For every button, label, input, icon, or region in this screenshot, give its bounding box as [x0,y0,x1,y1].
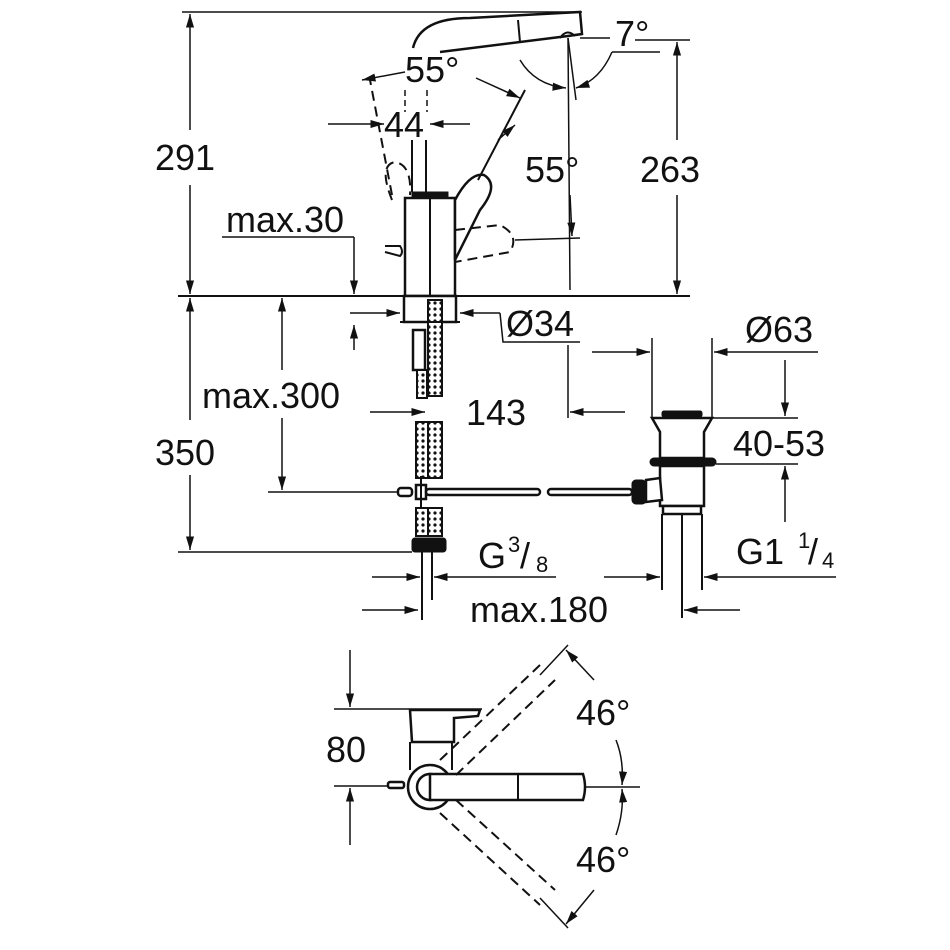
spout-tilt-axis [567,37,577,101]
connector-cold [415,507,429,537]
dim-label-g-den: 8 [536,552,548,577]
mixer-body [384,140,457,298]
dim-label-max30: max.30 [226,199,344,240]
dim-line [361,71,406,82]
dim-label-44: 44 [384,104,424,145]
popup-lever [384,245,403,258]
dim-waste-diameter: Ø63 [592,309,818,418]
hose-hot-lower [427,421,443,479]
waste-body [658,464,706,508]
dim-lever-angle-left: 55° [361,49,521,99]
plan-ghost-up-line [455,679,556,776]
dim-line [475,77,521,99]
lever-ghost-left [384,160,412,201]
hose-hot [427,299,443,397]
connector-nuts [411,537,447,553]
dim-label-g-slash: / [520,535,530,576]
dim-max-projection: max.180 [362,589,740,630]
dim-label-g-prefix: G [478,535,506,576]
dim-label-40-53: 40-53 [733,423,825,464]
dim-line [497,124,516,141]
lever [369,79,581,263]
dim-line [565,889,595,925]
plan-ghost-down-line [455,799,556,891]
dim-label-7deg: 7° [615,13,649,54]
body-cap [411,191,449,199]
dim-label-80: 80 [326,729,366,770]
dim-overall-height: 291 [155,11,582,294]
spout-body [411,10,584,54]
dim-label-g1-num: 1 [798,528,810,553]
top-plan-view: 80 46° 46° [326,644,640,929]
dim-counter-thickness: max.30 [222,199,359,350]
dim-label-291: 291 [155,137,215,178]
angle-arc [615,788,628,836]
dim-label-55deg-left: 55° [405,49,459,90]
dim-label-d63: Ø63 [745,309,813,350]
plan-axis-up [539,644,569,676]
lever-ghost-right-axis [514,237,581,241]
plan-spout-arm [428,772,587,802]
dim-label-g-num: 3 [508,532,520,557]
dim-line [565,649,595,681]
plan-popup-knob [386,780,406,790]
dim-label-143: 143 [466,392,526,433]
leader-line [499,312,580,343]
dim-label-max180: max.180 [470,589,608,630]
dim-label-55deg-right: 55° [525,149,579,190]
plan-body-top [408,708,482,744]
rod-segment-1 [424,487,542,497]
rod-segment-2 [546,487,634,497]
hose-cold-lower [415,421,429,479]
dim-body-width: 44 [328,90,470,145]
dim-waste-height: 40-53 [712,360,825,522]
connector-hot [427,507,443,537]
waste-tail-ring [661,504,703,516]
dim-label-46deg-down: 46° [576,839,630,880]
lever-axis [477,89,526,181]
dim-label-d34: Ø34 [506,303,574,344]
dim-label-g1-prefix: G1 [736,531,784,572]
spout-joint [517,19,521,43]
dim-under-counter: 350 [155,298,412,553]
spout-axis [567,37,571,291]
plan-ghost-up-line [439,664,541,761]
popup-rod [268,476,647,508]
dim-rod-distance: 143 [370,345,625,433]
rod-nut [631,479,647,505]
dim-max-hose: max.300 [202,298,340,490]
dim-label-263: 263 [640,149,700,190]
mounting-assembly [400,294,460,620]
aerator [559,31,576,39]
lever-handle [453,173,493,261]
dim-label-g1-slash: / [808,531,818,572]
waste-rod-port [644,476,664,504]
plan-ghost-down-line [439,812,541,906]
dim-waste-thread: G1 1 / 4 [604,528,836,582]
dim-label-max300: max.300 [202,375,340,416]
spout [411,10,610,291]
angle-arc [519,59,567,91]
dim-supply-thread: G 3 / 8 [372,532,556,582]
lever-ghost-left-axis [369,79,393,196]
dim-base-diameter: Ø34 [350,303,580,344]
side-elevation-view: 291 263 7° [155,10,836,630]
dim-label-46deg-up: 46° [576,692,630,733]
dim-label-350: 350 [155,432,215,473]
dim-spout-height: 263 [635,39,700,294]
waste-flange-top [661,410,703,418]
plan-axis-down [539,897,569,929]
angle-arc [575,51,613,89]
rod-clip [396,486,414,498]
angle-arc [615,739,628,786]
dim-spout-angle: 7° [519,13,660,91]
dim-lever-angle-right: 55° [497,124,579,237]
dim-line [567,194,576,237]
threaded-rod [411,328,427,372]
waste-upper [649,416,715,460]
hose-cold-upper [416,369,428,399]
dim-label-g1-den: 4 [822,548,834,573]
waste-assembly [644,410,717,618]
